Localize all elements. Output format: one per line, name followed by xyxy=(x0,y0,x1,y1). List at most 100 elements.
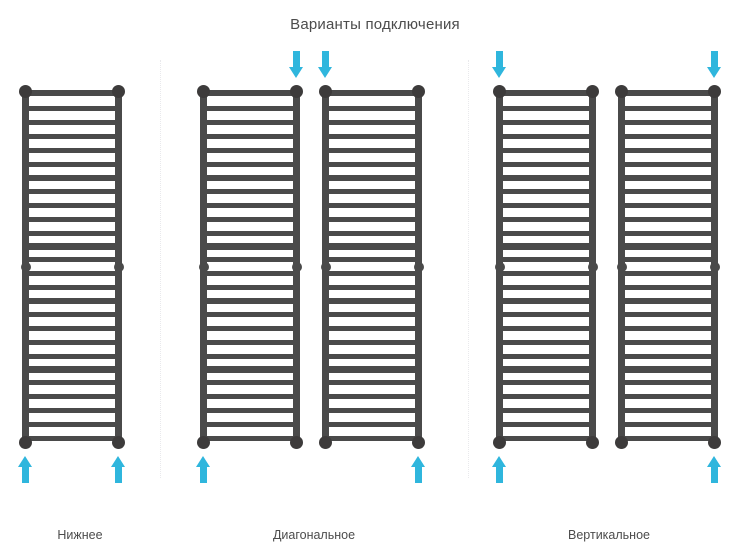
radiator-port-br xyxy=(112,436,125,449)
radiator-rung xyxy=(25,380,119,385)
radiator-rung xyxy=(499,285,593,290)
radiator-rung xyxy=(621,339,715,345)
radiator-top-bar xyxy=(499,90,593,96)
radiator-rung xyxy=(499,325,593,331)
radiator-rung xyxy=(621,216,715,222)
radiator-rung xyxy=(499,148,593,153)
radiator-top-bar xyxy=(621,90,715,96)
group-label-diagonalnoe: Диагональное xyxy=(272,528,356,542)
radiator-rung xyxy=(203,311,297,317)
radiator-rung xyxy=(25,134,119,139)
radiator-rung xyxy=(325,120,419,125)
radiator-rung xyxy=(325,311,419,317)
group-label-vertikalnoe: Вертикальное xyxy=(568,528,650,542)
radiator-rung xyxy=(203,148,297,153)
group-diagonalnoe: Диагональное xyxy=(160,51,468,542)
radiator-top-bar xyxy=(203,90,297,96)
radiator-connector-node xyxy=(113,262,124,272)
radiator-rung xyxy=(499,436,593,441)
radiator-rung xyxy=(325,353,419,359)
group-vertikalnoe: Вертикальное xyxy=(468,51,750,542)
radiator-port-bl xyxy=(319,436,332,449)
radiator-rung xyxy=(203,325,297,331)
radiator-rung xyxy=(621,366,715,371)
flow-arrow-up-icon xyxy=(196,456,211,483)
radiator-rung xyxy=(325,271,419,276)
radiator-port-tr xyxy=(586,85,599,98)
radiator xyxy=(493,82,599,452)
radiator-rung xyxy=(25,311,119,317)
radiator-rung xyxy=(621,106,715,111)
radiator-rung xyxy=(621,120,715,125)
radiator-rung xyxy=(325,436,419,441)
radiator-rung xyxy=(325,394,419,399)
radiator-rung xyxy=(25,243,119,248)
radiator-port-tr xyxy=(112,85,125,98)
radiator-rung xyxy=(499,120,593,125)
radiator-rung xyxy=(621,162,715,167)
radiator-rung xyxy=(325,325,419,331)
radiator-rung xyxy=(325,285,419,290)
radiator-rung xyxy=(25,174,119,180)
radiator-rung xyxy=(25,408,119,413)
radiator-port-br xyxy=(708,436,721,449)
radiator-connector-node xyxy=(20,262,31,272)
radiator-rung xyxy=(203,380,297,385)
radiator-rung xyxy=(25,257,119,262)
radiator-rung xyxy=(325,408,419,413)
radiator-top-bar xyxy=(325,90,419,96)
flow-arrow-up-icon xyxy=(111,456,126,483)
radiator-rung xyxy=(621,285,715,290)
radiator-rung xyxy=(499,230,593,236)
radiator-rung xyxy=(621,134,715,139)
radiator-connector-node xyxy=(413,262,424,272)
radiator-rung xyxy=(203,285,297,290)
radiator-rung xyxy=(25,394,119,399)
radiator-rung xyxy=(499,353,593,359)
radiator-rung xyxy=(325,297,419,303)
radiator-rung xyxy=(203,408,297,413)
radiator-rung xyxy=(203,216,297,222)
radiator-rung xyxy=(621,297,715,303)
radiator-rung xyxy=(325,106,419,111)
radiator xyxy=(319,82,425,452)
radiator-rung xyxy=(325,216,419,222)
radiator-rung xyxy=(325,366,419,371)
radiator-rung xyxy=(25,285,119,290)
radiator-rung xyxy=(621,243,715,248)
radiator-rung xyxy=(325,202,419,208)
radiator-rung xyxy=(621,353,715,359)
radiator-port-br xyxy=(586,436,599,449)
radiator-rung xyxy=(499,380,593,385)
radiator-rung xyxy=(499,311,593,317)
radiator-rung xyxy=(621,325,715,331)
radiator-rung xyxy=(325,162,419,167)
radiator-rung xyxy=(499,339,593,345)
radiator-rung xyxy=(499,216,593,222)
radiator-connector-node xyxy=(587,262,598,272)
radiator-rung xyxy=(621,148,715,153)
flow-arrow-up-icon xyxy=(492,456,507,483)
flow-arrow-down-icon xyxy=(492,51,507,78)
radiator-rung xyxy=(621,311,715,317)
radiator-rung xyxy=(621,271,715,276)
flow-arrow-up-icon xyxy=(411,456,426,483)
radiator-rung xyxy=(621,202,715,208)
radiator-top-bar xyxy=(25,90,119,96)
radiator-rung xyxy=(621,408,715,413)
radiator-rung xyxy=(25,436,119,441)
radiator-port-bl xyxy=(493,436,506,449)
radiator-rung xyxy=(325,257,419,262)
group-divider-2 xyxy=(468,60,470,478)
radiator-rung xyxy=(203,188,297,194)
radiator-rung xyxy=(621,394,715,399)
radiator-port-bl xyxy=(197,436,210,449)
radiator-rung xyxy=(25,202,119,208)
radiator-rung xyxy=(499,257,593,262)
radiator-connector-node xyxy=(709,262,720,272)
radiator-port-bl xyxy=(615,436,628,449)
flow-arrow-down-icon xyxy=(289,51,304,78)
radiator-rung xyxy=(203,366,297,371)
radiator xyxy=(615,82,721,452)
radiator-rung xyxy=(499,202,593,208)
